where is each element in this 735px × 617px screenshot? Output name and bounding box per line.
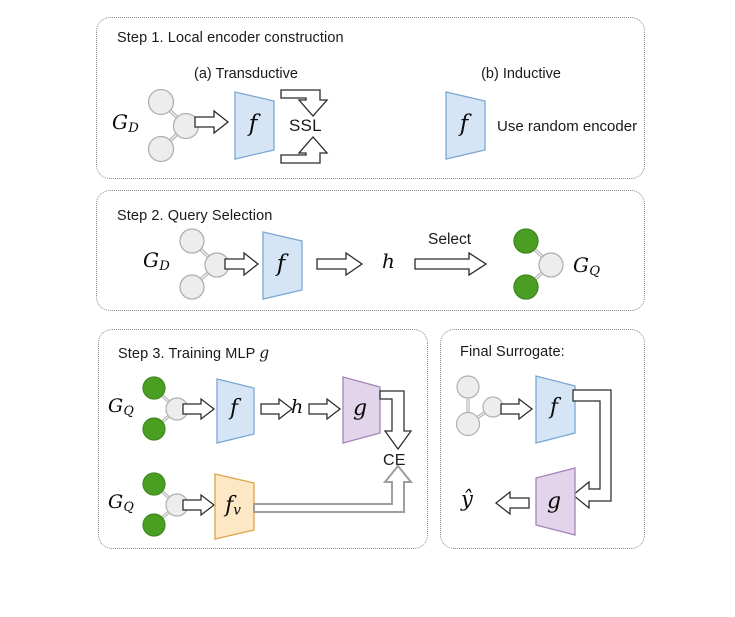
step1-inductive-note: Use random encoder [497,118,638,135]
step3-encoder-f-label: f [229,396,239,421]
step3-arrow-top-graph-to-encoder [182,397,216,421]
step2-embedding-label: h [382,249,395,273]
step3-encoder-f [216,378,255,444]
step3-victim-fv-label: fv [225,493,241,519]
final-arrow-graph-to-encoder [500,397,534,421]
step1-inductive-caption: (b) Inductive [481,66,561,82]
step2-encoder-f-label: f [276,251,286,277]
step3-loss-label: CE [383,452,406,469]
step3-arrow-g-to-ce [379,390,413,451]
step3-title: Step 3. Training MLP g [118,344,270,362]
step2-input-graph [179,228,230,300]
step1-ssl-label: SSL [289,116,322,135]
final-arrow-g-to-output [494,490,530,516]
step2-graph-label: GD [143,248,170,275]
step3-embedding-label: h [291,396,304,418]
final-output-label: ŷ [461,487,473,511]
final-mlp-g-label: g [546,489,562,514]
step2-output-label: GQ [573,253,601,280]
step3-top-query-graph [142,376,189,441]
step3-arrow-encoder-to-embedding [260,397,294,421]
step1-graph-label: GD [112,110,139,137]
step3-mlp-g [342,376,381,444]
step1-title: Step 1. Local encoder construction [117,30,344,46]
final-title: Final Surrogate: [460,344,565,360]
step1-encoder-f-inductive [445,91,486,160]
step1-input-graph [147,88,200,163]
step3-arrow-bottom-graph-to-victim [182,493,216,517]
step2-arrow-select [414,251,488,277]
step2-arrow-encoder-to-embedding [316,251,364,277]
final-encoder-f-label: f [549,395,559,420]
step3-mlp-g-label: g [352,396,368,421]
step3-victim-fv [214,473,255,540]
step2-select-label: Select [428,231,472,248]
step1-ssl-feedback-top [280,89,329,117]
step1-encoder-f-transductive [234,91,275,160]
step1-transductive-caption: (a) Transductive [194,66,298,82]
step1-encoder-f-inductive-label: f [459,111,469,137]
final-input-graph [455,375,504,437]
panel-step1 [96,17,645,179]
step1-encoder-f-label: f [248,111,258,137]
final-feedback-pipe [572,389,612,510]
step1-ssl-feedback-bottom [280,136,329,164]
step3-bottom-graph-label: GQ [108,491,134,515]
step2-query-graph [513,228,564,300]
step2-title: Step 2. Query Selection [117,208,273,224]
step3-feedback-pipe-to-ce [253,464,414,513]
step1-arrow-graph-to-encoder [194,109,230,135]
final-mlp-g [535,467,576,536]
step2-arrow-graph-to-encoder [224,251,260,277]
step3-arrow-embedding-to-mlp [308,397,342,421]
step3-top-graph-label: GQ [108,395,134,419]
final-encoder-f [535,375,576,444]
step2-encoder-f [262,231,303,300]
